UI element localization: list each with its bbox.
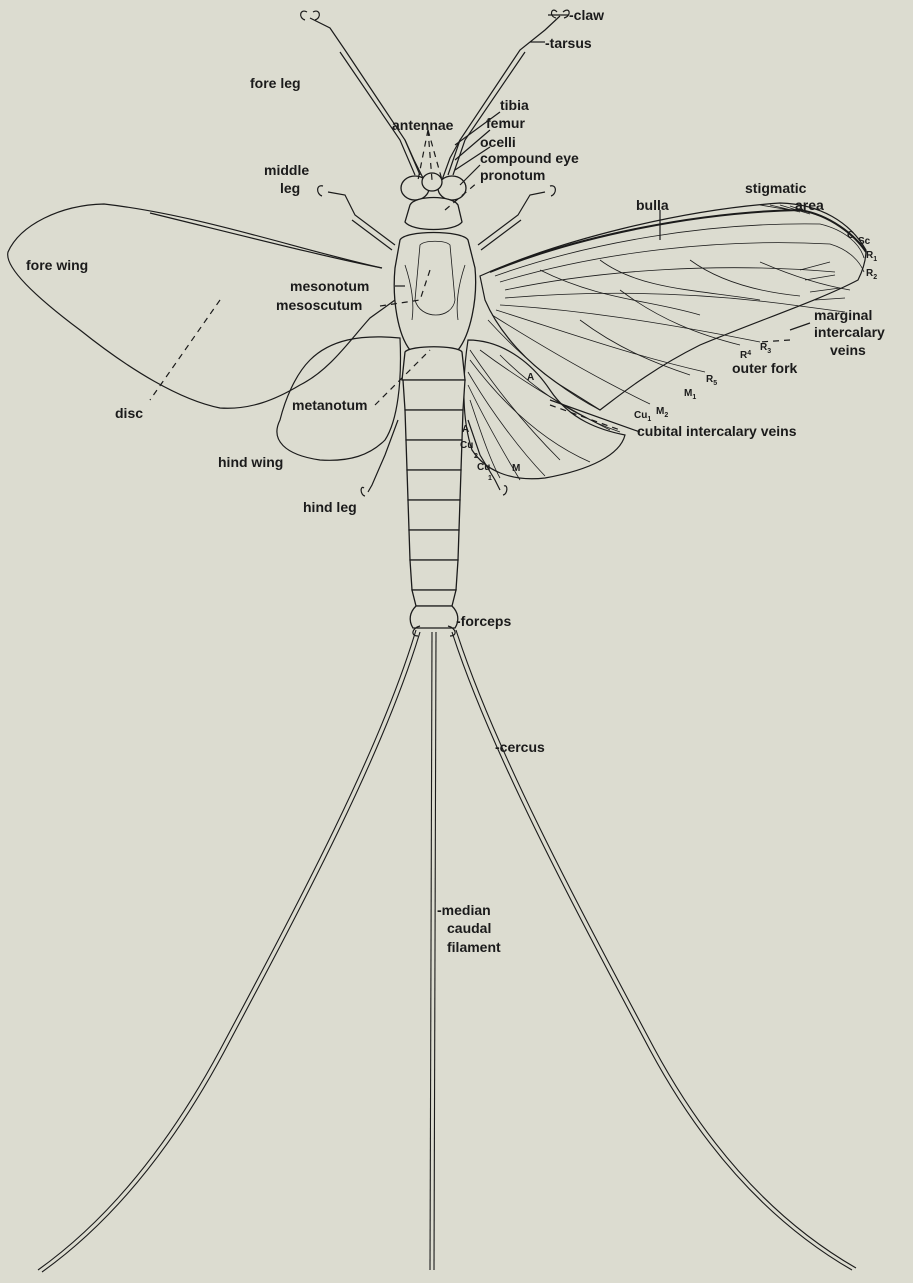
label-mesonotum: mesonotum — [290, 278, 369, 294]
label-intercalary: intercalary — [814, 324, 885, 340]
vein-label-sc: Sc — [858, 236, 871, 247]
label-veins: veins — [830, 342, 866, 358]
vein-label-r1: R1 — [866, 250, 877, 263]
label-pronotum: pronotum — [480, 167, 545, 183]
right-fore-wing — [480, 203, 866, 410]
vein-label-r5: R5 — [706, 374, 717, 387]
label-fore-leg: fore leg — [250, 75, 301, 91]
label-stigmatic: stigmatic — [745, 180, 807, 196]
leader-lines — [150, 15, 810, 432]
vein-label-c: C — [847, 230, 854, 241]
vein-label-cu2-hind-sub: 2 — [474, 453, 478, 460]
vein-label-cu1: Cu1 — [634, 410, 651, 423]
label-antennae: antennae — [392, 117, 454, 133]
vein-label-cu2-hind: Cu — [460, 440, 473, 451]
label-forceps: -forceps — [456, 613, 511, 629]
label-hind-wing: hind wing — [218, 454, 283, 470]
label-hind-leg: hind leg — [303, 499, 357, 515]
label-claw: -claw — [569, 7, 604, 23]
head-thorax — [394, 173, 475, 380]
vein-label-r2: R2 — [866, 268, 877, 281]
label-cubital-intercalary-veins: cubital intercalary veins — [637, 423, 797, 439]
vein-label-m1: M1 — [684, 388, 696, 401]
label-area: area — [795, 197, 824, 213]
label-caudal: caudal — [447, 920, 491, 936]
label-middle: middle — [264, 162, 309, 178]
label-marginal: marginal — [814, 307, 872, 323]
vein-label-a-fore: A — [527, 372, 534, 383]
label-outer-fork: outer fork — [732, 360, 798, 376]
label-ocelli: ocelli — [480, 134, 516, 150]
vein-label-cu1-hind-sub: 1 — [488, 475, 492, 482]
label-cercus: -cercus — [495, 739, 545, 755]
label-metanotum: metanotum — [292, 397, 367, 413]
vein-label-m-hind: M — [512, 463, 520, 474]
label-bulla: bulla — [636, 197, 669, 213]
label-disc: disc — [115, 405, 143, 421]
label-femur: femur — [486, 115, 525, 131]
vein-label-r3: R3 — [760, 342, 771, 355]
vein-label-cu1-hind: Cu — [477, 462, 490, 473]
label-tibia: tibia — [500, 97, 529, 113]
label-filament: filament — [447, 939, 501, 955]
vein-labels: C Sc R1 R2 R3 R4 R5 M1 M2 Cu1 A A Cu 2 C… — [460, 230, 877, 482]
label-median: -median — [437, 902, 491, 918]
label-tarsus: -tarsus — [545, 35, 592, 51]
label-fore-wing: fore wing — [26, 257, 88, 273]
vein-label-a-hind: A — [462, 424, 469, 435]
abdomen — [403, 380, 465, 636]
label-leg: leg — [280, 180, 300, 196]
label-mesoscutum: mesoscutum — [276, 297, 362, 313]
vein-label-m2: M2 — [656, 406, 668, 419]
label-compound-eye: compound eye — [480, 150, 579, 166]
